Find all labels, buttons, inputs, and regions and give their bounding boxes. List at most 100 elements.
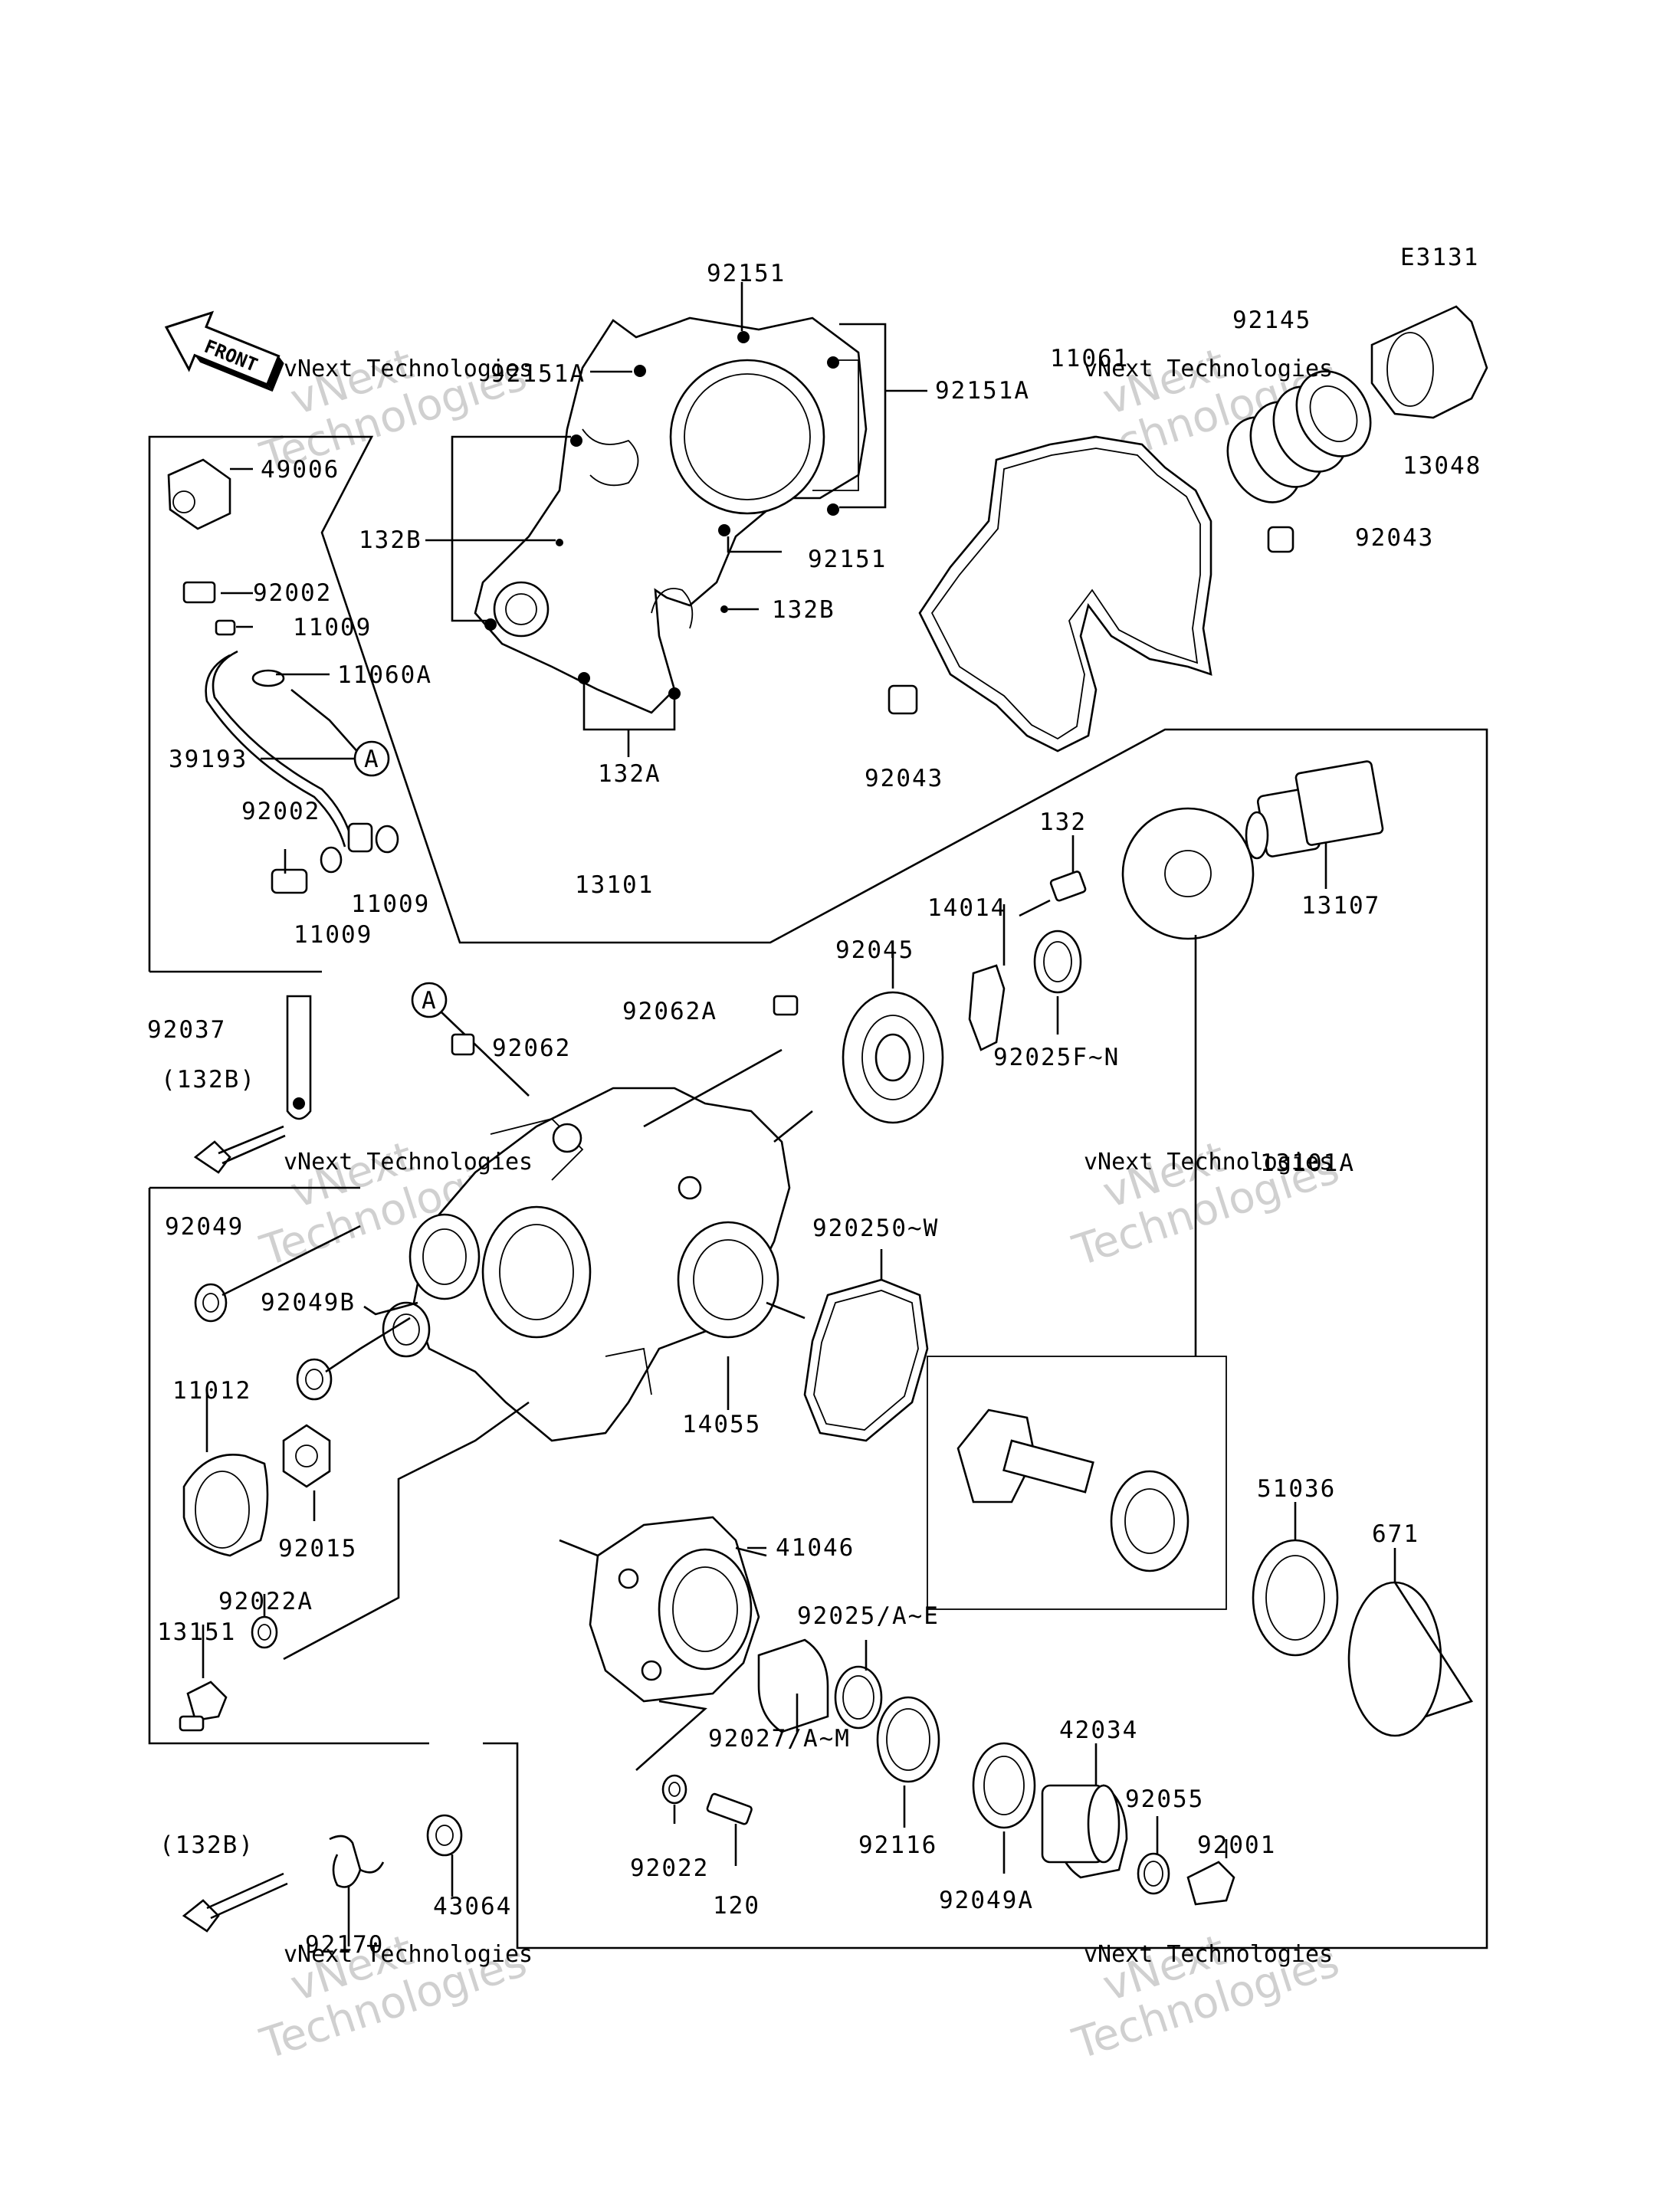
bottom-row-leaders: [673, 1546, 1228, 1874]
bolt-132b-upper: [193, 1125, 286, 1174]
secondary-gear-housing: [559, 1516, 767, 1771]
seal-51036: [1252, 1502, 1339, 1657]
part-label: 92151: [808, 546, 887, 573]
part-label: 132B: [359, 526, 422, 554]
cover-bolt-holes: [484, 331, 839, 700]
part-label: 92002: [241, 798, 320, 825]
part-label: 13048: [1403, 452, 1481, 480]
part-label: 11061: [1050, 345, 1129, 372]
clutch-cover: [474, 316, 868, 714]
watermark-caption-5: vNext Technologies: [284, 1941, 533, 1968]
damper-cam-part: [1370, 305, 1488, 419]
part-label: 92025F~N: [993, 1044, 1120, 1071]
part-label: 92027/A~M: [708, 1725, 851, 1753]
part-label: 13101A: [1260, 1149, 1355, 1177]
cover-gasket: [918, 435, 1212, 753]
part-label: 92151: [707, 260, 786, 287]
watermark-mid-right: vNext Technologies: [1067, 1132, 1345, 1276]
dowel-pins-top: [888, 526, 1294, 715]
watermark-caption-1: vNext Technologies: [284, 356, 533, 382]
part-label: 92145: [1232, 307, 1311, 334]
shim-92025f: [1033, 930, 1082, 1035]
watermark-caption-2: vNext Technologies: [1084, 356, 1333, 382]
part-label: 92045: [835, 936, 914, 964]
part-label: 92043: [865, 765, 943, 792]
part-label: 92037: [147, 1016, 226, 1044]
shaft-13107: [1245, 760, 1384, 889]
pinion-gear-group: [927, 1165, 1227, 1610]
svg-text:A: A: [422, 987, 438, 1015]
part-label: 92151A: [491, 360, 586, 388]
watermark-bottom-right: vNext Technologies: [1067, 1925, 1345, 2069]
spring-coil: [1226, 370, 1372, 503]
svg-text:A: A: [364, 746, 380, 773]
part-label: 92049: [165, 1213, 244, 1241]
left-pipe-leaders: [221, 467, 361, 760]
part-label: 11060A: [337, 661, 432, 689]
part-label: 132B: [772, 596, 835, 624]
part-label: 132A: [598, 760, 661, 788]
part-label: 42034: [1059, 1717, 1138, 1744]
bottom-row-parts: [661, 1638, 1235, 1906]
bracket-92037: [286, 995, 312, 1120]
left-seal-leaders: [202, 1225, 530, 1678]
part-label: 920250~W: [812, 1215, 939, 1242]
part-label: 11009: [293, 614, 372, 641]
part-label: 671: [1372, 1520, 1419, 1548]
part-label: 92015: [278, 1535, 357, 1562]
oring-671: [1347, 1548, 1474, 1737]
left-seal-parts: [179, 1283, 431, 1732]
part-label: 13107: [1301, 892, 1380, 920]
cover-leader-lines: [425, 282, 927, 757]
part-label: 92025/A~E: [797, 1602, 940, 1630]
part-label: 92049B: [261, 1289, 356, 1317]
part-label: 11012: [172, 1377, 251, 1405]
part-label: 13151: [157, 1618, 236, 1646]
watermark-caption-3: vNext Technologies: [284, 1149, 533, 1176]
part-label: 14014: [927, 894, 1006, 922]
lower-left-parts: [182, 1814, 463, 1946]
part-label: 92055: [1125, 1785, 1204, 1813]
part-label: 13101: [575, 871, 654, 899]
part-label: 14055: [682, 1411, 761, 1438]
part-label: 92170: [305, 1931, 384, 1959]
lockplate-14014: [968, 904, 1006, 1051]
bearing-92045: [842, 950, 944, 1124]
left-pipe-parts: [167, 458, 399, 894]
part-label: 41046: [776, 1534, 855, 1562]
sprocket-gear: [1121, 807, 1255, 1165]
part-label: 92116: [858, 1831, 937, 1859]
part-label: 92002: [253, 579, 332, 607]
part-label: 92022: [630, 1854, 709, 1882]
part-label: 92043: [1355, 524, 1434, 552]
final-gear-case: [409, 1087, 791, 1442]
bolt-132: [1019, 835, 1087, 917]
part-label: 39193: [169, 746, 248, 773]
part-label: 120: [713, 1892, 760, 1920]
watermark-caption-6: vNext Technologies: [1084, 1941, 1333, 1968]
part-label: 49006: [261, 456, 340, 484]
part-label: 92151A: [935, 377, 1030, 405]
callout-a-upper: A: [353, 740, 390, 777]
part-label: 92001: [1197, 1831, 1276, 1859]
gasket-920250: [803, 1249, 929, 1442]
part-label: 43064: [433, 1893, 512, 1920]
part-label: 92062A: [622, 998, 717, 1025]
part-label: 132: [1039, 808, 1087, 836]
part-label: 51036: [1257, 1475, 1336, 1503]
part-label: 92022A: [218, 1588, 313, 1615]
watermark-caption-4: vNext Technologies: [1084, 1149, 1333, 1176]
gear-42034: [1041, 1784, 1121, 1864]
case-leaders: [440, 1011, 813, 1410]
callout-a-lower: A: [411, 982, 448, 1018]
part-label: 92049A: [939, 1887, 1034, 1914]
plugs-92062: [451, 995, 799, 1056]
front-arrow-icon: FRONT: [164, 310, 284, 392]
part-label: (132B): [159, 1831, 254, 1859]
part-labels: 92151 92151A 92151A 92151 132B 132B 132A…: [147, 260, 1481, 1959]
diagram-code: E3131: [1400, 244, 1479, 271]
group-frame-lines: [148, 435, 1488, 1949]
part-label: (132B): [161, 1066, 256, 1094]
